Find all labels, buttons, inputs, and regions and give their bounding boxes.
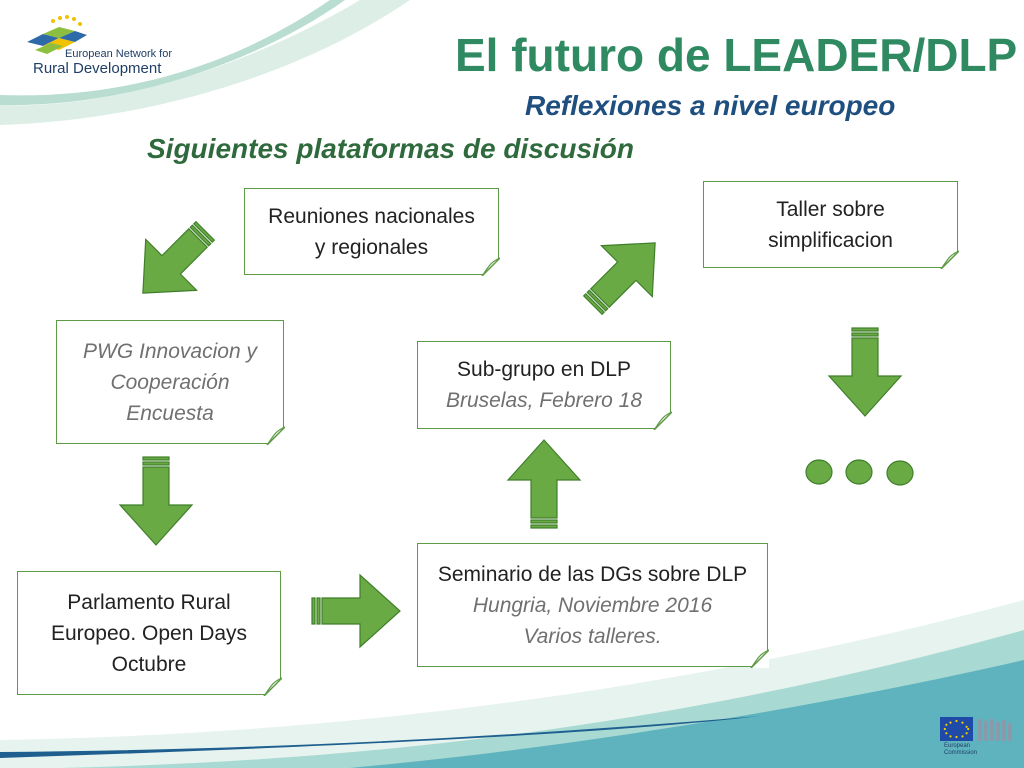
- box-pwg-line2: Cooperación: [110, 370, 230, 394]
- box-parlamento-line2: Europeo. Open Days: [50, 621, 248, 645]
- box-reuniones-line1: Reuniones nacionales: [268, 204, 475, 228]
- box-pwg-line3: Encuesta: [126, 401, 214, 425]
- arrow-down-icon: [827, 327, 903, 417]
- box-pwg: PWG Innovacion y Cooperación Encuesta: [56, 320, 285, 445]
- box-reuniones-line2: y regionales: [314, 235, 429, 259]
- box-seminario: Seminario de las DGs sobre DLP Hungria, …: [417, 543, 769, 668]
- box-seminario-line3: Varios talleres.: [523, 624, 662, 648]
- box-taller: Taller sobre simplificacion: [703, 181, 959, 269]
- box-subgrupo-line1: Sub-grupo en DLP: [457, 358, 631, 381]
- page-title: El futuro de LEADER/DLP: [455, 29, 1018, 81]
- section-heading: Siguientes plataformas de discusión: [147, 133, 635, 164]
- page-fold-icon: [266, 426, 285, 445]
- arrow-right-icon: [311, 573, 401, 649]
- box-seminario-line2: Hungria, Noviembre 2016: [472, 593, 713, 617]
- page-subtitle: Reflexiones a nivel europeo: [525, 90, 896, 121]
- box-parlamento-line3: Octubre: [111, 652, 187, 676]
- logo-text-line1: European Network for: [65, 48, 172, 60]
- arrow-down-left-icon: [142, 220, 216, 294]
- box-seminario-line1: Seminario de las DGs sobre DLP: [437, 562, 748, 586]
- arrow-down-icon: [118, 456, 194, 546]
- page-fold-icon: [481, 257, 500, 276]
- box-pwg-line1: PWG Innovacion y: [83, 339, 257, 363]
- page-fold-icon: [940, 250, 959, 269]
- enrd-logo-icon: [27, 15, 87, 54]
- arrow-up-right-icon: [582, 242, 656, 316]
- arrow-up-icon: [506, 439, 582, 529]
- box-subgrupo: Sub-grupo en DLP Bruselas, Febrero 18: [417, 341, 672, 430]
- page-fold-icon: [750, 649, 769, 668]
- ec-logo-text: European Commission: [944, 743, 984, 757]
- page-fold-icon: [263, 677, 282, 696]
- box-taller-line2: simplificacion: [768, 228, 893, 252]
- page-fold-icon: [653, 411, 672, 430]
- box-reuniones: Reuniones nacionales y regionales: [244, 188, 500, 276]
- logo-text-line2: Rural Development: [33, 60, 162, 77]
- ellipsis-dots-icon: [805, 459, 914, 486]
- ec-logo-text-line2: Commission: [944, 750, 978, 756]
- box-taller-line1: Taller sobre: [776, 197, 885, 221]
- box-parlamento: Parlamento Rural Europeo. Open Days Octu…: [17, 571, 282, 696]
- ec-logo-text-line1: European: [944, 743, 971, 749]
- box-parlamento-line1: Parlamento Rural: [67, 590, 231, 614]
- box-subgrupo-line2: Bruselas, Febrero 18: [445, 389, 643, 412]
- european-commission-logo-icon: [940, 717, 1012, 741]
